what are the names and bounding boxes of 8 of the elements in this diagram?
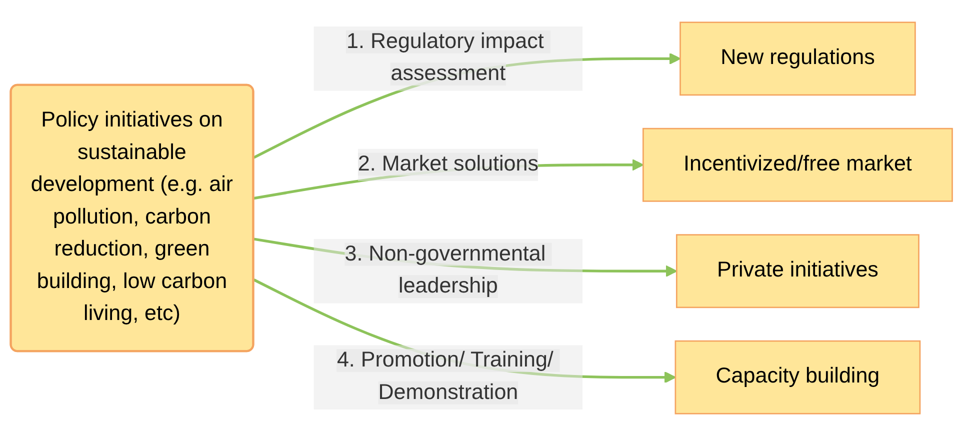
node-box: Incentivized/free market — [642, 128, 953, 202]
node-box: Capacity building — [674, 340, 921, 414]
edge-label: 3. Non-governmental leadership — [344, 242, 546, 298]
node-box: New regulations — [680, 22, 916, 96]
node-box: Private initiatives — [676, 234, 920, 308]
edge-label: 1. Regulatory impact assessment — [346, 30, 544, 86]
edge-label: 2. Market solutions — [358, 152, 538, 176]
edge-label: 4. Promotion/ Training/ Demonstration — [336, 349, 554, 404]
